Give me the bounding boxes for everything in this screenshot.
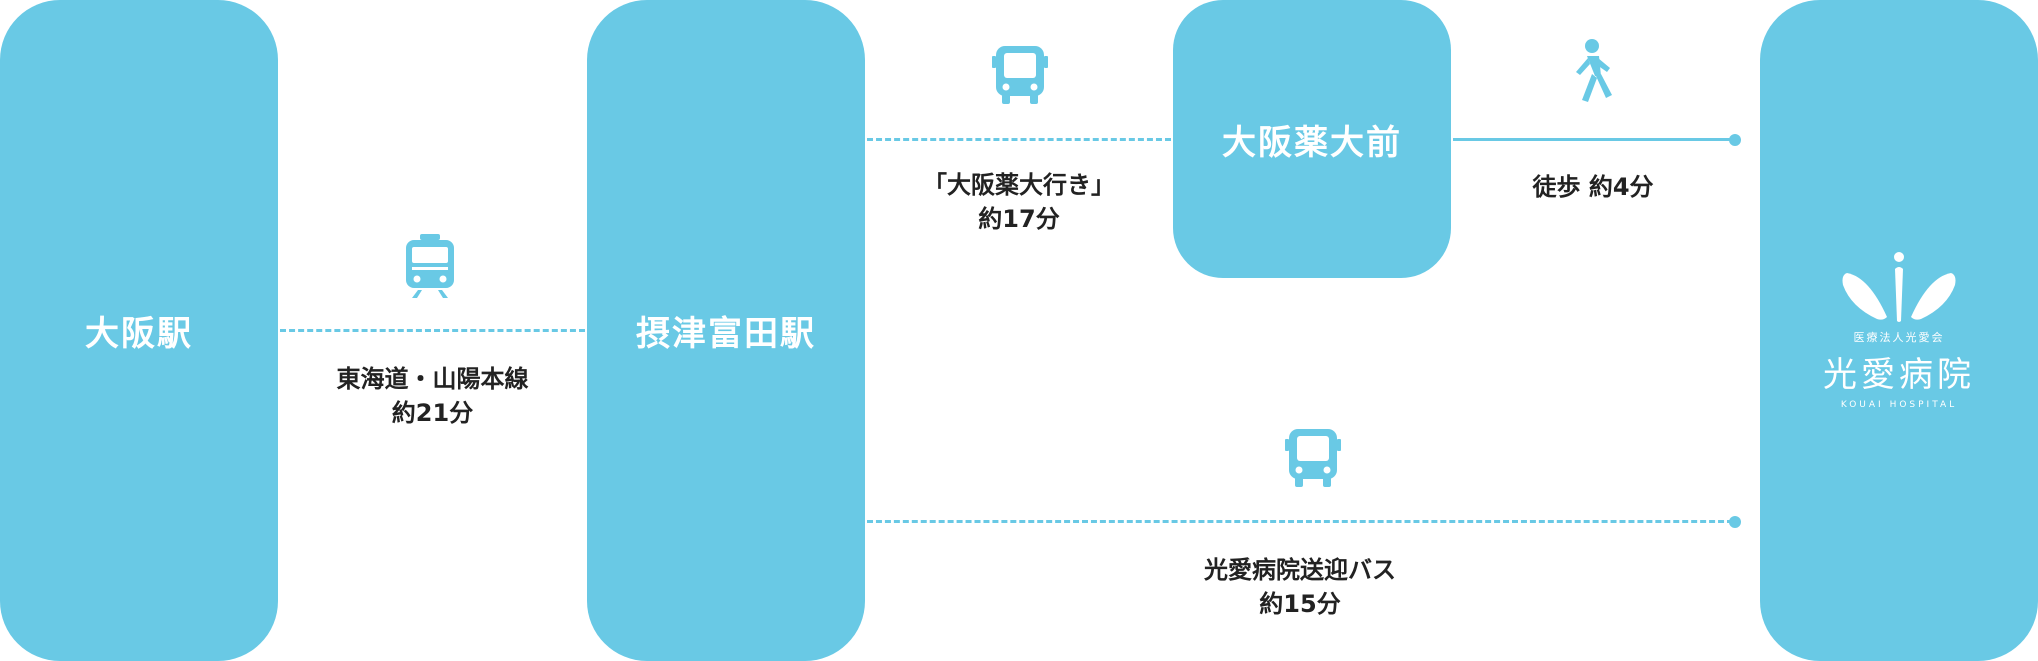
bus-yakudai-route-label: 「大阪薬大行き」 約17分: [867, 168, 1171, 236]
walk-icon: [1576, 39, 1612, 102]
walk-route-end-dot: [1729, 134, 1741, 146]
station-osaka-label: 大阪駅: [85, 314, 193, 354]
bus-yakudai-route-name: 「大阪薬大行き」: [923, 171, 1115, 199]
train-route-duration: 約21分: [391, 399, 474, 427]
hospital-corp-name: 医療法人光愛会: [1853, 331, 1945, 344]
hospital-logo: 医療法人光愛会 光愛病院 KOUAI HOSPITAL: [1823, 251, 1975, 410]
stop-osaka-yakudai-mae-label: 大阪薬大前: [1222, 122, 1402, 163]
shuttle-route-line: [867, 520, 1733, 523]
train-route-line: [280, 329, 585, 332]
walk-route-label: 徒歩 約4分: [1453, 170, 1733, 204]
shuttle-bus-icon: [1285, 429, 1341, 487]
train-route-label: 東海道・山陽本線 約21分: [280, 362, 585, 430]
stop-osaka-yakudai-mae: 大阪薬大前: [1173, 0, 1451, 278]
bus-icon: [992, 46, 1048, 104]
shuttle-route-duration: 約15分: [1259, 590, 1341, 618]
shuttle-route-name: 光愛病院送迎バス: [1204, 556, 1396, 584]
hospital-name-en: KOUAI HOSPITAL: [1840, 400, 1958, 410]
train-route-line-name: 東海道・山陽本線: [336, 365, 529, 393]
destination-hospital: 医療法人光愛会 光愛病院 KOUAI HOSPITAL: [1760, 0, 2038, 661]
train-icon: [406, 234, 454, 298]
bus-route-line-yakudai: [867, 138, 1171, 141]
hospital-logo-icon: [1842, 252, 1956, 322]
shuttle-route-label: 光愛病院送迎バス 約15分: [867, 553, 1733, 621]
shuttle-route-end-dot: [1729, 516, 1741, 528]
bus-yakudai-route-duration: 約17分: [978, 205, 1060, 233]
station-settsu-tonda-label: 摂津富田駅: [636, 314, 816, 354]
walk-route-duration: 徒歩 約4分: [1532, 173, 1654, 201]
hospital-name: 光愛病院: [1823, 355, 1975, 395]
walk-route-line: [1453, 138, 1733, 141]
station-settsu-tonda: 摂津富田駅: [587, 0, 865, 661]
station-osaka: 大阪駅: [0, 0, 278, 661]
